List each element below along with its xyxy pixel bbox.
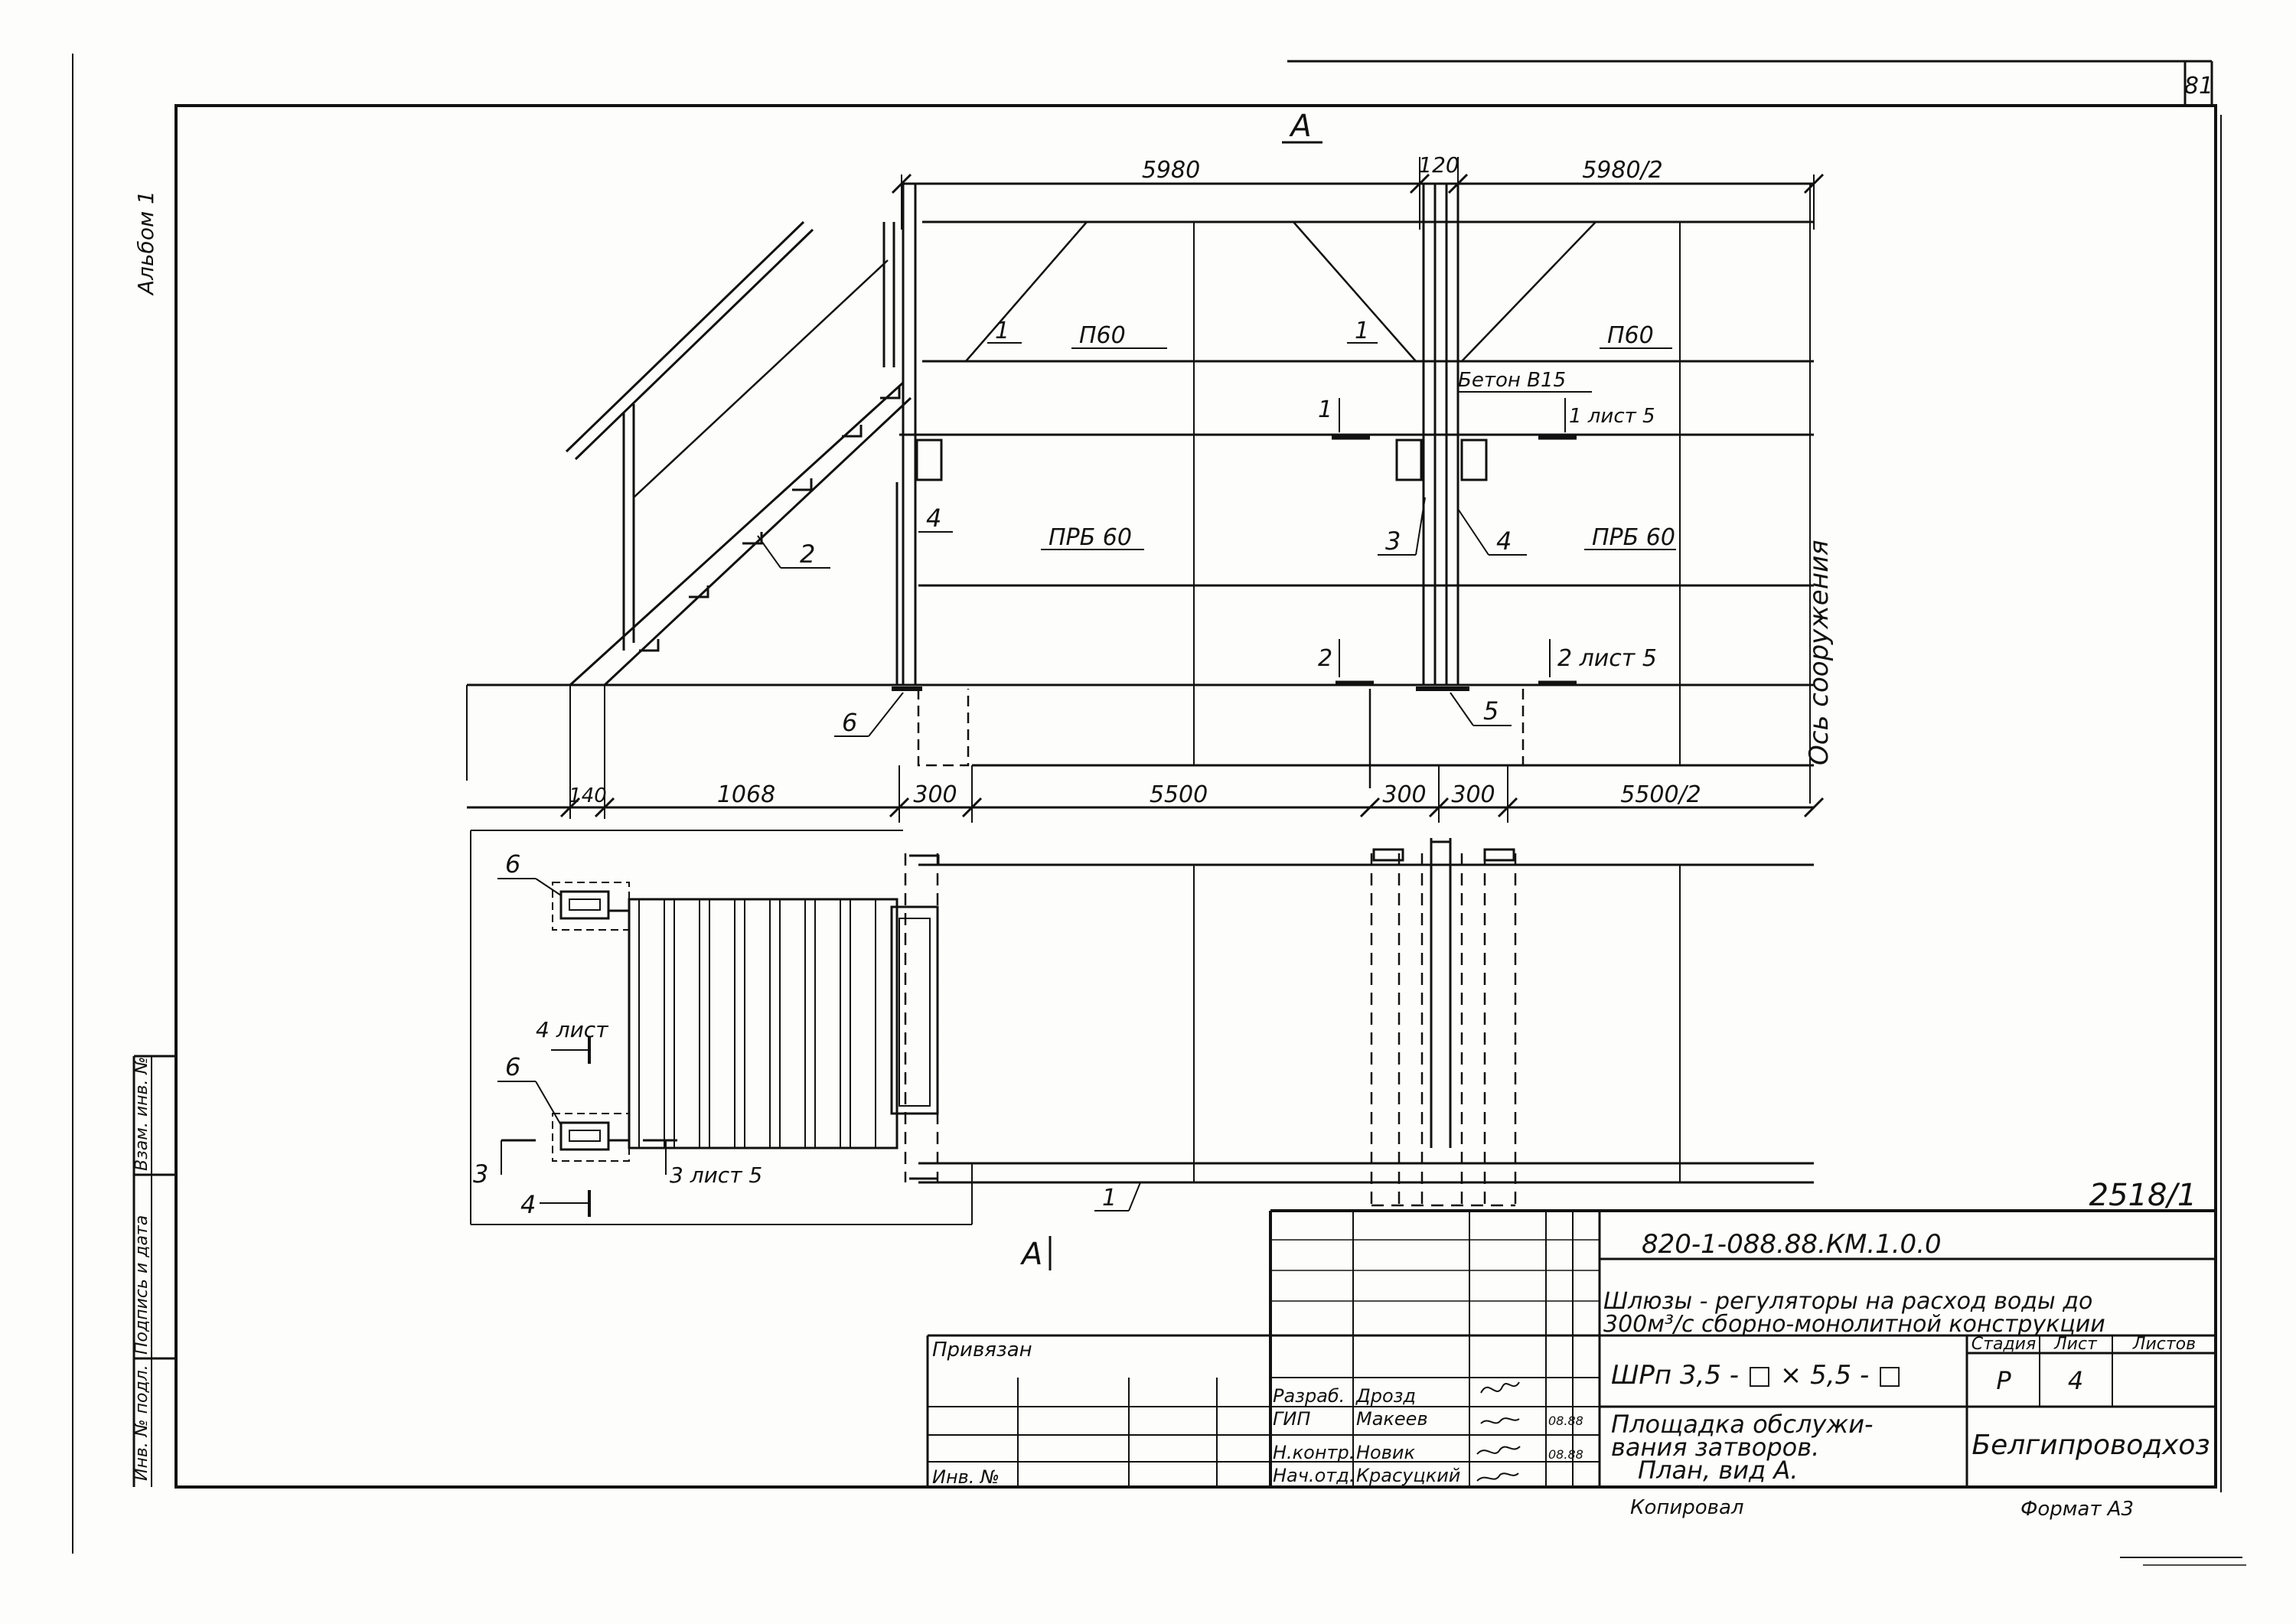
section-2-mark: 2 bbox=[1318, 645, 1332, 672]
inv-no-label: Инв. № bbox=[932, 1466, 1000, 1488]
album-label: Альбом 1 bbox=[133, 191, 158, 296]
dim-bottom-5500: 5500 bbox=[1150, 781, 1208, 808]
title-line-2: 300м³/с сборно-монолитной конструкции bbox=[1603, 1311, 2105, 1338]
pos-6a: 6 bbox=[842, 708, 857, 737]
sheet-name-2: вания затворов. bbox=[1611, 1433, 1819, 1462]
section-1-ref: 1 лист 5 bbox=[1569, 405, 1655, 428]
elevation-view: П60 П60 Бетон В15 ПРБ 60 ПРБ 60 Ось соор… bbox=[466, 184, 1835, 819]
section-4-bottom-mark: 4 bbox=[520, 1190, 536, 1219]
pos-1c: 1 bbox=[1102, 1185, 1117, 1211]
side-stamp-vzam: Взам. инв. № bbox=[132, 1057, 152, 1171]
dim-bottom-300a: 300 bbox=[913, 781, 957, 808]
section-1-mark: 1 bbox=[1318, 396, 1332, 423]
role-2-date: 08.88 bbox=[1548, 1447, 1583, 1462]
pos-4a: 4 bbox=[926, 504, 941, 533]
role-1-name: Макеев bbox=[1356, 1408, 1428, 1430]
side-stamp-podpis: Подпись и дата bbox=[132, 1215, 152, 1355]
label-prb60-right: ПРБ 60 bbox=[1592, 524, 1675, 551]
doc-code: 820-1-088.88.КМ.1.0.0 bbox=[1642, 1229, 1942, 1260]
role-1-date: 08.88 bbox=[1548, 1414, 1583, 1428]
dim-bottom-140: 140 bbox=[569, 784, 607, 807]
organization: Белгипроводхоз bbox=[1971, 1430, 2210, 1461]
page-number: 81 bbox=[2184, 73, 2213, 99]
series-mark: 2518/1 bbox=[2089, 1178, 2197, 1213]
pos-6c: 6 bbox=[505, 1052, 520, 1081]
section-3-ref: 3 лист 5 bbox=[670, 1163, 762, 1188]
role-3-role: Нач.отд. bbox=[1273, 1465, 1355, 1486]
role-1-role: ГИП bbox=[1273, 1408, 1310, 1430]
dim-bottom-300b: 300 bbox=[1382, 781, 1426, 808]
sheets-header: Листов bbox=[2132, 1335, 2196, 1354]
dim-top-5980-2: 5980/2 bbox=[1582, 157, 1663, 184]
sheet-value: 4 bbox=[2068, 1366, 2083, 1395]
signature-drozd bbox=[1480, 1381, 1520, 1394]
copied-label: Копировал bbox=[1630, 1496, 1744, 1519]
dim-top-120: 120 bbox=[1418, 152, 1459, 178]
side-stamp: Альбом 1 Инв. № подл. Подпись и дата Вза… bbox=[132, 191, 176, 1487]
pos-4b: 4 bbox=[1496, 527, 1512, 556]
section-2-ref: 2 лист 5 bbox=[1557, 645, 1657, 672]
sheet-header: Лист bbox=[2053, 1335, 2098, 1354]
pos-2: 2 bbox=[800, 540, 815, 569]
role-2-role: Н.контр. bbox=[1273, 1442, 1355, 1463]
label-p60-left: П60 bbox=[1079, 322, 1126, 349]
pos-1b: 1 bbox=[1355, 318, 1369, 344]
format-label: Формат А3 bbox=[2020, 1498, 2134, 1521]
sheet-frame: 81 bbox=[72, 54, 2222, 1554]
sheet-name-3: План, вид А. bbox=[1638, 1456, 1798, 1485]
section-4-top-ref: 4 лист bbox=[536, 1017, 608, 1042]
privyazan-label: Привязан bbox=[932, 1339, 1032, 1361]
label-prb60-left: ПРБ 60 bbox=[1049, 524, 1132, 551]
title-line-1: Шлюзы - регуляторы на расход воды до bbox=[1603, 1288, 2092, 1315]
pos-1a: 1 bbox=[995, 318, 1009, 344]
side-stamp-inv-podl: Инв. № подл. bbox=[132, 1365, 152, 1481]
label-axis: Ось сооружения bbox=[1804, 540, 1835, 765]
stage-header: Стадия bbox=[1971, 1335, 2036, 1354]
signature-krasutsky bbox=[1476, 1472, 1519, 1482]
pos-6b: 6 bbox=[505, 850, 520, 879]
dim-bottom-300c: 300 bbox=[1451, 781, 1495, 808]
pos-3: 3 bbox=[1385, 527, 1401, 556]
dim-bottom-1068: 1068 bbox=[717, 781, 775, 808]
section-3-mark: 3 bbox=[473, 1159, 488, 1189]
role-2-name: Новик bbox=[1356, 1442, 1415, 1463]
role-0-name: Дрозд bbox=[1355, 1385, 1416, 1407]
view-label-a-bottom: A bbox=[1019, 1237, 1042, 1272]
sheet-name-1: Площадка обслужи- bbox=[1611, 1410, 1874, 1439]
view-label-a: A bbox=[1288, 109, 1311, 144]
role-0-role: Разраб. bbox=[1273, 1385, 1345, 1407]
view-label-top: A bbox=[1282, 109, 1322, 144]
dimension-chain-top: 5980 120 5980/2 bbox=[891, 152, 1825, 230]
role-3-name: Красуцкий bbox=[1356, 1465, 1460, 1486]
signature-makeev bbox=[1480, 1417, 1520, 1424]
dim-bottom-5500-2: 5500/2 bbox=[1620, 781, 1701, 808]
label-beton: Бетон В15 bbox=[1458, 369, 1566, 392]
type-code: ШРп 3,5 - □ × 5,5 - □ bbox=[1611, 1360, 1902, 1391]
stage-value: Р bbox=[1996, 1366, 2011, 1395]
title-block: 2518/1 820-1-088.88.КМ.1.0.0 Шлюзы - рег… bbox=[926, 1178, 2216, 1521]
dim-top-5980: 5980 bbox=[1142, 157, 1200, 184]
plan-view: 6 6 1 4 лист 4 3 3 лист 5 A bbox=[470, 830, 1814, 1272]
pos-5: 5 bbox=[1483, 696, 1499, 726]
label-p60-right: П60 bbox=[1607, 322, 1654, 349]
signature-novik bbox=[1476, 1446, 1521, 1455]
dimension-chain-bottom: 140 1068 300 5500 300 300 5500/2 bbox=[467, 765, 1825, 823]
